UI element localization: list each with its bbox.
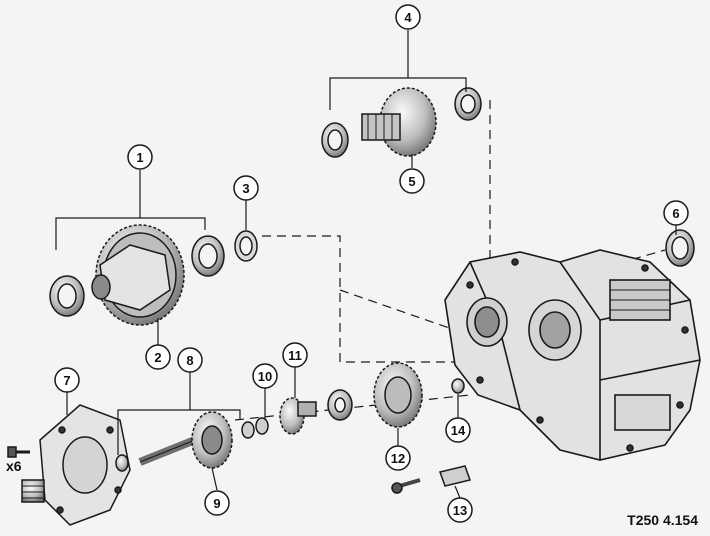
- counter-gear-assembly: [321, 87, 482, 158]
- ring-gear-assembly: [327, 362, 423, 428]
- callout-11: 11: [282, 342, 308, 368]
- bearing-race: [665, 229, 695, 267]
- callout-11-label: 11: [288, 348, 302, 363]
- bolt-quantity-label: x6: [6, 458, 22, 474]
- callout-9: 9: [204, 490, 230, 516]
- callout-3-label: 3: [242, 181, 249, 196]
- callout-14: 14: [445, 417, 471, 443]
- callout-5-label: 5: [408, 174, 415, 189]
- bracket-assembly: [391, 378, 471, 494]
- callout-6-label: 6: [672, 206, 679, 221]
- callout-12: 12: [385, 445, 411, 471]
- callout-6: 6: [663, 200, 689, 226]
- callout-14-label: 14: [451, 423, 466, 438]
- callout-8-label: 8: [186, 353, 193, 368]
- callout-5: 5: [399, 168, 425, 194]
- callout-4: 4: [395, 4, 421, 30]
- callout-7-label: 7: [63, 373, 70, 388]
- callout-2: 2: [145, 344, 171, 370]
- callout-10: 10: [252, 363, 278, 389]
- callout-8: 8: [177, 347, 203, 373]
- callout-12-label: 12: [391, 451, 405, 466]
- callout-1-label: 1: [136, 150, 143, 165]
- differential-assembly: [49, 224, 258, 326]
- callout-2-label: 2: [154, 350, 161, 365]
- callout-9-label: 9: [213, 496, 220, 511]
- drive-gear: [279, 397, 317, 435]
- shaft-assembly: [115, 411, 269, 472]
- figure-reference-code: T250 4.154: [627, 512, 698, 528]
- callout-13: 13: [447, 497, 473, 523]
- callouts: 1 2 3 4 5 6 7 8: [54, 4, 689, 523]
- callout-7: 7: [54, 367, 80, 393]
- bracket-leaders: [55, 30, 677, 499]
- callout-4-label: 4: [404, 10, 412, 25]
- transaxle-housing: [444, 249, 701, 461]
- callout-10-label: 10: [258, 369, 272, 384]
- callout-13-label: 13: [453, 503, 467, 518]
- end-cover: [21, 404, 131, 526]
- callout-1: 1: [127, 144, 153, 170]
- callout-3: 3: [233, 175, 259, 201]
- cover-bolt: [7, 446, 30, 458]
